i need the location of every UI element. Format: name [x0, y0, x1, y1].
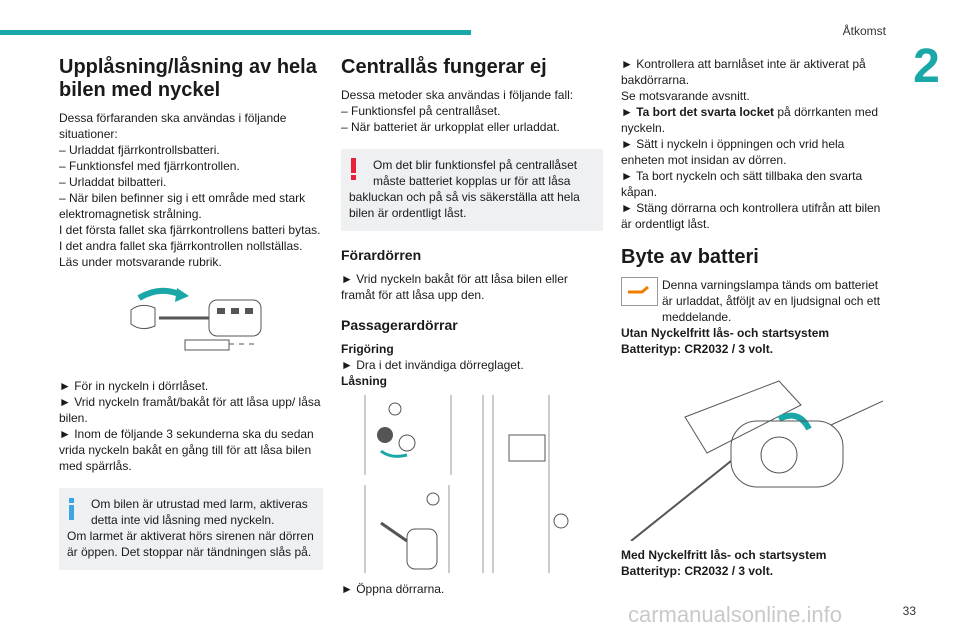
section-heading: Byte av batteri	[621, 246, 759, 268]
intro-line: – Funktionsfel med fjärrkontrollen.	[59, 159, 240, 173]
label: Batterityp: CR2032 / 3 volt.	[621, 564, 774, 578]
label: Frigöring	[341, 342, 394, 356]
column-1: Upplåsning/låsning av hela bilen med nyc…	[59, 56, 323, 570]
chapter-number: 2	[913, 39, 940, 93]
intro-line: Läs under motsvarande rubrik.	[59, 255, 222, 269]
intro-line: – Funktionsfel på centrallåset.	[341, 104, 501, 118]
intro-line: I det andra fallet ska fjärrkontrollen n…	[59, 239, 303, 253]
key-in-lock-illustration	[59, 280, 323, 372]
paragraph: ► Dra i det invändiga dörreglaget.	[341, 358, 524, 372]
step-rest: på dörrkanten med nyckeln.	[621, 105, 879, 135]
subheading: Passagerardörrar	[341, 317, 458, 333]
intro-line: Dessa metoder ska användas i följande fa…	[341, 88, 574, 102]
section-title: Åtkomst	[842, 24, 886, 38]
battery-replacement-illustration	[621, 365, 885, 542]
paragraph: Denna varningslampa tänds om batteriet ä…	[662, 278, 881, 324]
label: Låsning	[341, 374, 388, 388]
step-line: Se motsvarande avsnitt.	[621, 89, 750, 103]
column-3: ► Kontrollera att barnlåset inte är akti…	[621, 56, 885, 579]
warning-text: Om det blir funktionsfel på centrallåset…	[373, 158, 578, 188]
step-line: ► Kontrollera att barnlåset inte är akti…	[621, 57, 866, 87]
watermark: carmanualsonline.info	[628, 602, 843, 627]
warning-box: Om det blir funktionsfel på centrallåset…	[341, 149, 603, 231]
step-line: ► Stäng dörrarna och kontrollera utifrån…	[621, 201, 881, 231]
paragraph: ► Öppna dörrarna.	[341, 582, 445, 596]
column-2: Centrallås fungerar ej Dessa metoder ska…	[341, 56, 603, 597]
info-icon	[69, 498, 74, 520]
paragraph: ► Vrid nyckeln bakåt för att låsa bilen …	[341, 272, 568, 302]
intro-line: – Urladdat fjärrkontrollsbatteri.	[59, 143, 220, 157]
info-text: Om larmet är aktiverat hörs sirenen när …	[67, 529, 314, 559]
step-line: ► För in nyckeln i dörrlåset.	[59, 379, 209, 393]
label: Batterityp: CR2032 / 3 volt.	[621, 342, 774, 356]
battery-warning-icon	[621, 277, 658, 306]
step-line: ► Ta bort nyckeln och sätt tillbaka den …	[621, 169, 863, 199]
intro-line: I det första fallet ska fjärrkontrollens…	[59, 223, 321, 237]
intro-line: – Urladdat bilbatteri.	[59, 175, 167, 189]
battery-warning: Denna varningslampa tänds om batteriet ä…	[621, 277, 885, 325]
step-bold: Ta bort det svarta locket	[636, 105, 775, 119]
intro-line: – När bilen befinner sig i ett område me…	[59, 191, 306, 221]
subheading: Förardörren	[341, 247, 422, 263]
step-line: ► Vrid nyckeln framåt/bakåt för att låsa…	[59, 395, 321, 425]
page-number: 33	[902, 604, 916, 618]
step-line: ► Ta bort det svarta locket på dörrkante…	[621, 104, 885, 136]
step-line: ► Inom de följande 3 sekunderna ska du s…	[59, 427, 314, 473]
warning-icon	[351, 158, 357, 180]
section-heading: Centrallås fungerar ej	[341, 56, 547, 78]
section-heading: Upplåsning/låsning av hela bilen med nyc…	[59, 56, 317, 101]
step-prefix: ►	[621, 105, 637, 119]
info-text: Om bilen är utrustad med larm, aktiveras…	[91, 497, 308, 527]
door-lock-illustration	[341, 395, 603, 575]
intro-line: Dessa förfaranden ska användas i följand…	[59, 111, 287, 141]
label: Med Nyckelfritt lås- och startsystem	[621, 548, 827, 562]
intro-line: – När batteriet är urkopplat eller urlad…	[341, 120, 560, 134]
info-box: Om bilen är utrustad med larm, aktiveras…	[59, 488, 323, 570]
label: Utan Nyckelfritt lås- och startsystem	[621, 326, 830, 340]
top-accent-bar	[0, 30, 471, 35]
warning-text: bakluckan och på så vis säkerställa att …	[349, 190, 580, 220]
step-line: ► Sätt i nyckeln i öppningen och vrid he…	[621, 137, 845, 167]
